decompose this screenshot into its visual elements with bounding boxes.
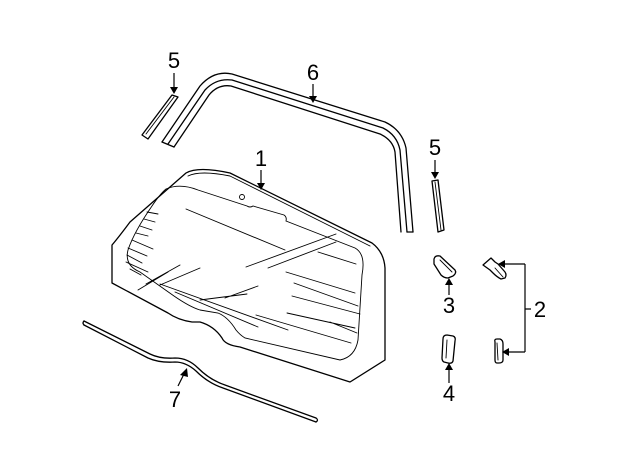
svg-text:3: 3 — [443, 293, 455, 318]
callout-7: 7 — [169, 368, 188, 412]
glass-hinge-bracket-lower[interactable] — [494, 338, 504, 364]
svg-text:6: 6 — [307, 60, 319, 85]
svg-text:1: 1 — [255, 146, 267, 171]
callout-4: 4 — [443, 363, 455, 406]
callout-5-left: 5 — [168, 48, 180, 94]
callout-3: 3 — [443, 278, 455, 318]
svg-text:5: 5 — [168, 48, 180, 73]
upper-reveal-molding[interactable] — [161, 72, 414, 233]
upper-bracket-clip[interactable] — [433, 255, 457, 279]
svg-text:5: 5 — [429, 135, 441, 160]
svg-text:7: 7 — [169, 387, 181, 412]
callout-1: 1 — [255, 146, 267, 190]
svg-text:2: 2 — [534, 297, 546, 322]
side-molding-right[interactable] — [431, 179, 445, 233]
glass-hinge-bracket-upper[interactable] — [482, 257, 507, 280]
callout-6: 6 — [307, 60, 319, 103]
lower-bracket-clip[interactable] — [441, 334, 456, 364]
side-molding-left[interactable] — [141, 94, 179, 140]
callout-5-right: 5 — [429, 135, 441, 179]
back-glass[interactable] — [111, 168, 386, 383]
callout-2: 2 — [498, 260, 546, 356]
svg-text:4: 4 — [443, 381, 455, 406]
lower-weatherstrip[interactable] — [82, 320, 319, 423]
